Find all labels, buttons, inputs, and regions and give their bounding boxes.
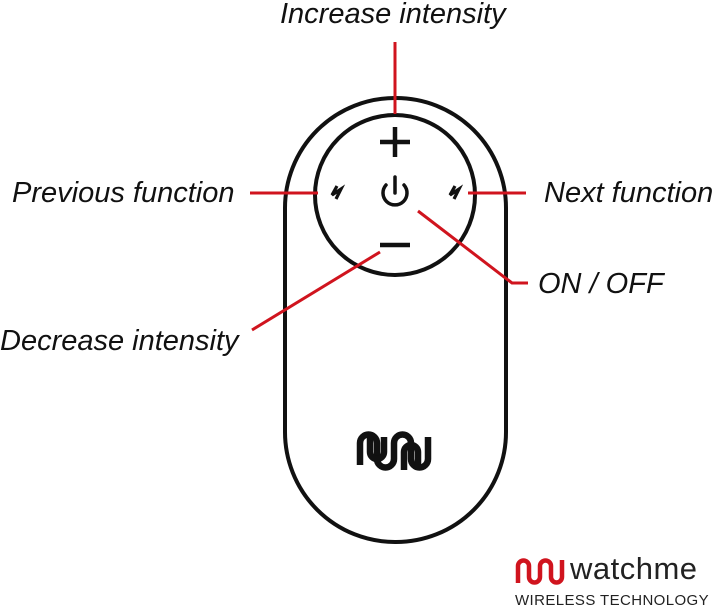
device-logo <box>356 431 432 471</box>
watchme-wave-logo-inner <box>366 437 422 470</box>
watchme-wave-logo-red <box>515 558 565 585</box>
power-button[interactable] <box>381 175 409 207</box>
next-function-button[interactable] <box>448 184 464 200</box>
onoff-callout-line <box>417 209 528 285</box>
plus-button[interactable] <box>380 127 410 157</box>
lightning-icon <box>448 184 464 200</box>
callout-lines <box>250 42 528 332</box>
control-disc <box>313 113 477 277</box>
previous-function-button[interactable] <box>330 184 346 200</box>
brand-tagline: WIRELESS TECHNOLOGY <box>515 592 710 609</box>
increase-intensity-label: Increase intensity <box>280 0 506 30</box>
decrease-callout-line <box>251 250 381 332</box>
brand-logo <box>515 558 565 585</box>
lightning-icon <box>330 184 346 200</box>
power-icon <box>381 183 409 207</box>
next-function-label: Next function <box>544 177 714 209</box>
on-off-label: ON / OFF <box>538 268 664 300</box>
brand-name: watchme <box>570 551 698 586</box>
previous-function-label: Previous function <box>12 177 235 209</box>
decrease-intensity-label: Decrease intensity <box>0 325 239 357</box>
